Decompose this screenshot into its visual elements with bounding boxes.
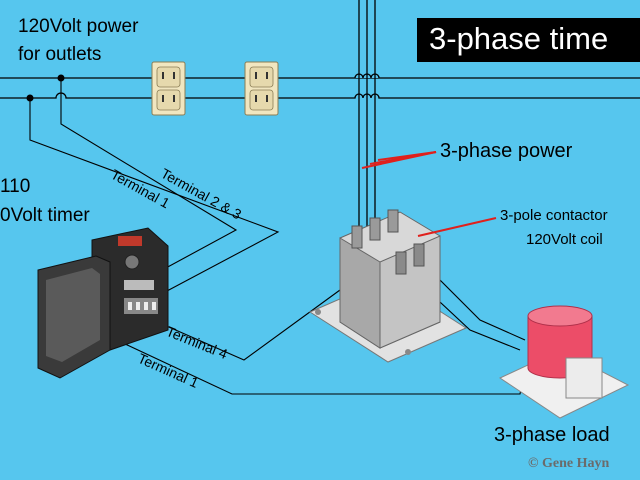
timer-box	[37, 227, 169, 379]
three-phase-supply-wires	[358, 0, 376, 230]
load-label: 3-phase load	[494, 424, 610, 446]
outlet-power-label-line2: for outlets	[18, 44, 102, 65]
outlet-receptacle	[244, 61, 279, 116]
diagram-title: 3-phase time	[429, 21, 609, 56]
timer-label-line2: 0Volt timer	[0, 205, 90, 226]
title-box	[417, 18, 640, 62]
three-phase-power-label: 3-phase power	[440, 140, 573, 162]
copyright-text: © Gene Hayn	[528, 456, 610, 471]
contactor-label-line2: 120Volt coil	[526, 231, 603, 248]
outlet-receptacle	[151, 61, 186, 116]
timer-label-line1: 110	[0, 176, 31, 197]
outlet-power-wires	[0, 77, 640, 99]
contactor	[308, 209, 468, 363]
outlet-power-label-line1: 120Volt power	[18, 16, 139, 37]
contactor-label-line1: 3-pole contactor	[500, 207, 608, 224]
label-pointers	[361, 151, 497, 237]
load-motor	[498, 305, 630, 419]
